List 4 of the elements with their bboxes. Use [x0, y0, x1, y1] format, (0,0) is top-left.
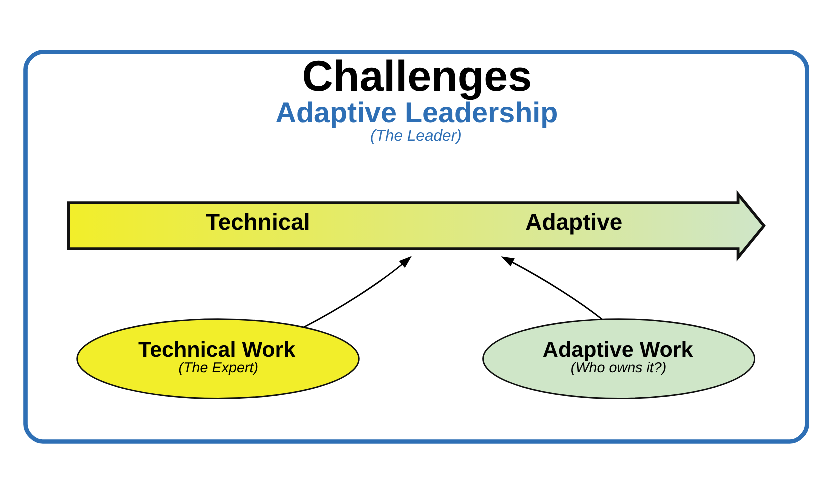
arrow [501, 256, 603, 320]
node-ellipse: Technical Work (The Expert) [76, 318, 360, 400]
arrow [304, 256, 412, 328]
node-ellipse: Adaptive Work (Who owns it?) [482, 318, 756, 400]
